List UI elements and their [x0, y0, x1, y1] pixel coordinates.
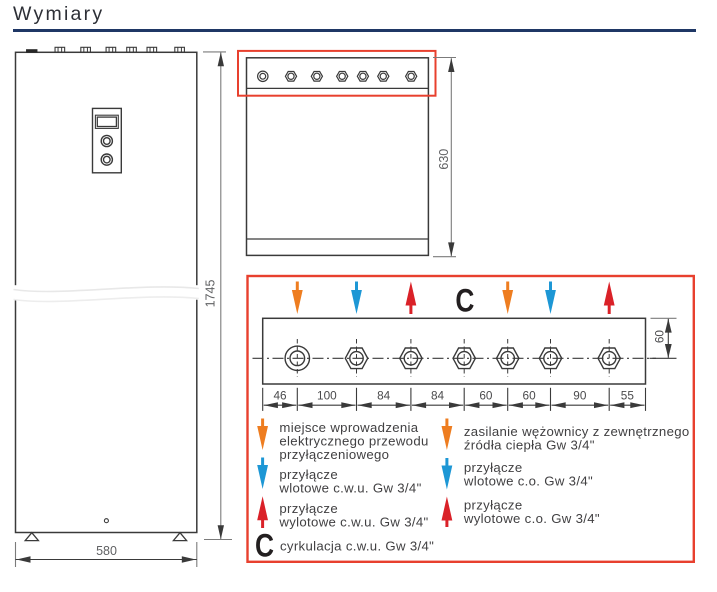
- svg-text:90: 90: [573, 388, 587, 402]
- svg-text:60: 60: [652, 330, 666, 344]
- svg-text:elektrycznego przewodu: elektrycznego przewodu: [279, 434, 428, 449]
- svg-text:1745: 1745: [204, 280, 218, 308]
- svg-text:55: 55: [621, 388, 635, 402]
- svg-text:zasilanie wężownicy z zewnętrz: zasilanie wężownicy z zewnętrznego: [464, 424, 690, 439]
- svg-text:630: 630: [437, 149, 451, 170]
- svg-text:przyłącze: przyłącze: [279, 467, 338, 482]
- svg-text:C: C: [455, 283, 474, 319]
- svg-text:cyrkulacja c.w.u. Gw 3/4": cyrkulacja c.w.u. Gw 3/4": [280, 539, 434, 554]
- svg-text:wylotowe c.o. Gw 3/4": wylotowe c.o. Gw 3/4": [463, 511, 600, 526]
- svg-text:wlotowe c.o. Gw 3/4": wlotowe c.o. Gw 3/4": [463, 473, 593, 488]
- svg-text:przyłącze: przyłącze: [464, 498, 523, 513]
- svg-text:60: 60: [479, 388, 493, 402]
- svg-text:przyłączeniowego: przyłączeniowego: [279, 447, 389, 462]
- svg-text:miejsce wprowadzenia: miejsce wprowadzenia: [279, 420, 418, 435]
- svg-text:46: 46: [273, 388, 287, 402]
- svg-text:wlotowe c.w.u. Gw 3/4": wlotowe c.w.u. Gw 3/4": [278, 481, 421, 496]
- svg-text:84: 84: [377, 388, 391, 402]
- svg-text:wylotowe c.w.u. Gw 3/4": wylotowe c.w.u. Gw 3/4": [278, 514, 428, 529]
- svg-text:C: C: [255, 528, 274, 564]
- svg-text:580: 580: [96, 544, 117, 558]
- svg-text:przyłącze: przyłącze: [464, 460, 523, 475]
- svg-text:źródła ciepła Gw 3/4": źródła ciepła Gw 3/4": [464, 437, 595, 452]
- svg-text:przyłącze: przyłącze: [279, 501, 338, 516]
- svg-text:60: 60: [523, 388, 537, 402]
- svg-text:100: 100: [317, 388, 337, 402]
- svg-text:84: 84: [431, 388, 445, 402]
